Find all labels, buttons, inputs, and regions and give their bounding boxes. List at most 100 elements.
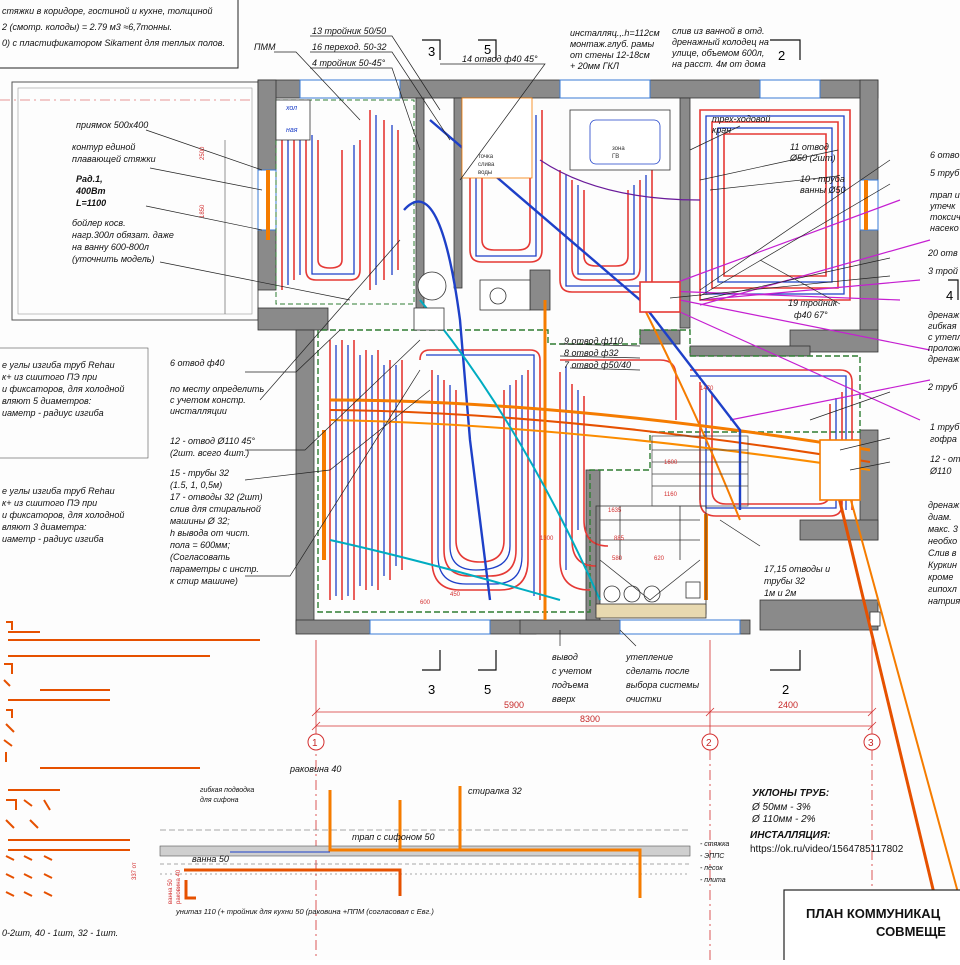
label-output: вывод <box>552 652 578 662</box>
label-elbow-17-15: 1м и 2м <box>764 588 796 598</box>
section-sink-label: раковина 40 <box>289 764 341 774</box>
layer-label: - плита <box>700 877 726 884</box>
label-cut-2: 2 труб <box>927 382 958 392</box>
label-three-way: трех-ходовой <box>712 114 770 124</box>
section-siphon-label: для сифона <box>200 796 239 804</box>
section-bath-label: ванна 50 <box>192 854 229 864</box>
label-determine: по месту определить <box>170 384 264 394</box>
label-cut-5: 5 труб <box>930 168 960 178</box>
section-vertical-label: раковина 40 <box>176 869 182 904</box>
label-boiler: бойлер косв. <box>72 218 126 228</box>
axis-label: 2 <box>706 738 712 749</box>
dim-text: 620 <box>654 556 665 562</box>
network-lines <box>329 119 931 601</box>
label-install: инсталляц.,.h=112см <box>570 28 660 38</box>
label-radiator: Рад.1, <box>76 174 103 184</box>
label-pipes32: 17 - отводы 32 (2шт) <box>170 492 263 502</box>
dim-5900: 5900 <box>504 700 524 710</box>
fittings-list <box>3 621 260 897</box>
label-boiler: на ванну 600-800л <box>72 242 149 252</box>
label-pipe-10: ванны Ø50 <box>800 185 846 195</box>
label-right-cut2: Куркин <box>928 560 957 570</box>
label-tee-50-45: 4 тройник 50-45° <box>312 58 386 68</box>
axis-label: 3 <box>868 738 874 749</box>
label-drain-point: точка <box>478 154 494 160</box>
label-elbow-7: 7 отвод ф50/40 <box>564 360 631 370</box>
dim-text: 885 <box>614 536 625 542</box>
label-right-cut2: необхо <box>928 536 957 546</box>
label-trap: трап и <box>930 190 960 200</box>
dim-text: 1160 <box>664 492 678 498</box>
label-transition: 16 переход. 50-32 <box>312 42 386 52</box>
label-right-cut2: диам. <box>928 512 952 522</box>
label-right-cut: дренаж <box>928 354 960 364</box>
label-drain-bath: слив из ванной в отд. <box>672 26 764 36</box>
rehau-line: к+ из сшитого ПЭ при <box>2 498 97 508</box>
dim-text: 600 <box>420 600 431 606</box>
label-elbow-17-15: 17,15 отводы и <box>764 564 830 574</box>
fixtures <box>275 97 861 501</box>
label-right-cut: с утепл <box>928 332 960 342</box>
label-elbow-17-15: трубы 32 <box>764 576 805 586</box>
section-labels: 3 5 2 3 5 2 4 <box>428 42 953 697</box>
dim-text: 1635 <box>608 508 622 514</box>
dim-text: 2500 <box>200 146 206 160</box>
layer-label: - песок <box>700 865 723 872</box>
label-drain-bath: дренажный колодец на <box>672 37 769 47</box>
slopes-block: УКЛОНЫ ТРУБ: Ø 50мм - 3% Ø 110мм - 2% ИН… <box>750 788 904 855</box>
label-elbow-6: 6 отвод ф40 <box>170 358 225 368</box>
rehau-line: вляют 3 диаметра: <box>2 522 87 532</box>
exterior-terrace <box>0 81 259 321</box>
section-trap-label: трап с сифоном 50 <box>352 832 435 842</box>
label-cut-3: 3 трой <box>928 266 958 276</box>
nya-label: ная <box>286 127 298 134</box>
label-pipes32: параметры с инстр. <box>170 564 259 574</box>
dim-text: 580 <box>612 556 623 562</box>
slopes-title: УКЛОНЫ ТРУБ: <box>752 788 829 799</box>
note-line: 2 (смотр. колоды) = 2.79 м3 ≈6,7тонны. <box>1 22 172 32</box>
label-trap: утечк <box>929 201 956 211</box>
label-insulation: утепление <box>625 652 673 662</box>
axis-labels: 1 2 3 <box>312 738 874 749</box>
label-tee-19: 19 тройник <box>788 298 838 308</box>
label-elbow-12: (2шт. всего 4шт.) <box>170 448 249 458</box>
dim-8300: 8300 <box>580 714 600 724</box>
heating-loops-blue <box>287 115 847 601</box>
label-zone: зона <box>612 146 625 152</box>
section-siphon-label: гибкая подводка <box>200 786 254 794</box>
title-block: ПЛАН КОММУНИКАЦ СОВМЕЩЕ <box>783 889 960 965</box>
label-cut-1: 1 труб <box>930 422 960 432</box>
bottom-left-note: 0-2шт, 40 - 1шт, 32 - 1шт. <box>2 928 118 938</box>
leader-lines <box>145 35 891 577</box>
label-cut-6: 6 отво <box>930 150 960 160</box>
rehau-line: иаметр - радиус изгиба <box>2 534 104 544</box>
label-install: монтаж.глуб. рамы <box>570 39 654 49</box>
label-right-cut2: дренаж <box>928 500 960 510</box>
label-zone: ГВ <box>612 154 619 160</box>
section-toilet-label: унитаз 110 (+ тройник для кухни 50 (рако… <box>175 907 434 916</box>
label-elbow-12: 12 - отвод Ø110 45° <box>170 436 255 446</box>
dimension-labels: 5900 2400 8300 <box>504 700 798 724</box>
label-determine: с учетом констр. <box>170 395 246 405</box>
title-line-1: ПЛАН КОММУНИКАЦ <box>806 906 941 921</box>
label-drain-point: воды <box>478 170 492 176</box>
note-line: стяжки в коридоре, гостиной и кухне, тол… <box>2 6 213 16</box>
note-line: 0) с пластификатором Sikament для теплых… <box>2 38 225 48</box>
label-elbow-11: Ø50 (2шт) <box>789 153 835 163</box>
title-line-2: СОВМЕЩЕ <box>876 924 946 939</box>
layer-label: - стяжка <box>700 841 729 848</box>
label-right-cut: гибкая <box>928 321 957 331</box>
dim-text: 450 <box>450 592 461 598</box>
screed-contour <box>317 329 861 613</box>
label-boiler: (уточнить модель) <box>72 254 155 264</box>
section-mark: 2 <box>778 48 785 63</box>
rehau-notes: е углы изгиба труб Rehau к+ из сшитого П… <box>0 347 149 544</box>
label-pipes32: машины Ø 32; <box>170 516 230 526</box>
label-trap: токсич <box>930 212 960 222</box>
boiler-room <box>595 505 707 619</box>
axis-label: 1 <box>312 738 318 749</box>
label-three-way: кран <box>712 125 731 135</box>
rehau-line: вляют 5 диаметров: <box>2 396 92 406</box>
output-notes: вывод с учетом подъема вверх утепление с… <box>552 629 699 704</box>
